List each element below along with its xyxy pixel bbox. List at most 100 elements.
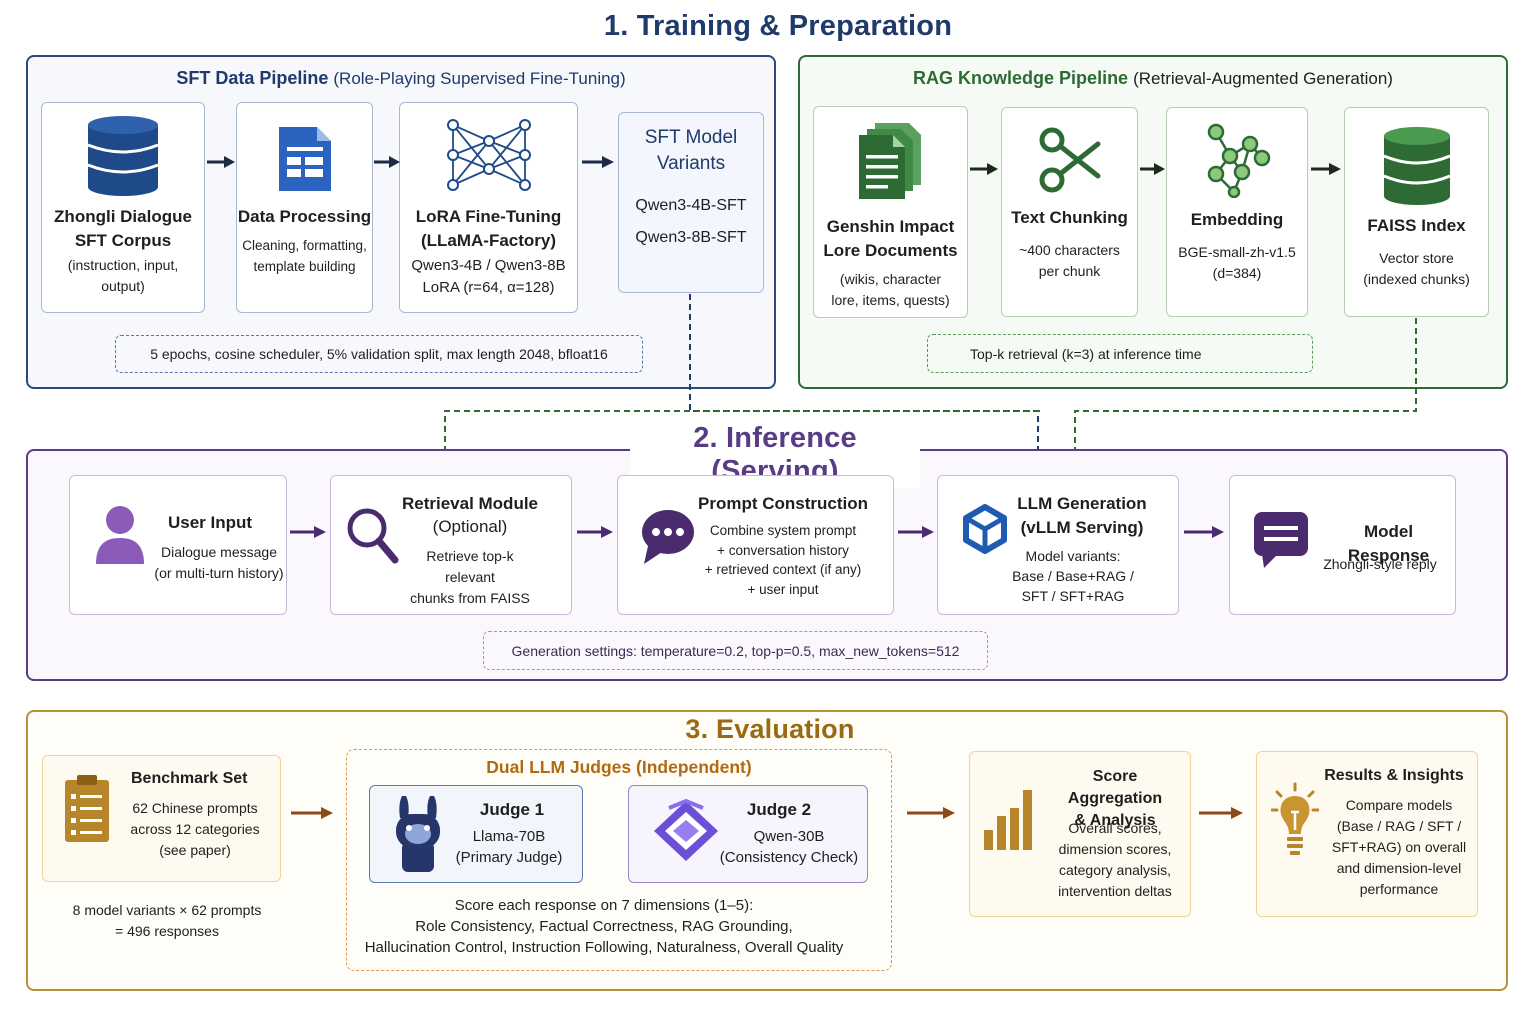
graph-nodes-icon bbox=[1202, 122, 1272, 198]
judge-2-card: Judge 2 Qwen-30B (Consistency Check) bbox=[628, 785, 868, 883]
llama-icon bbox=[392, 794, 444, 874]
arrow-icon bbox=[907, 807, 955, 819]
section-title-evaluation: 3. Evaluation bbox=[685, 714, 855, 744]
model-response-title: Model Response bbox=[1347, 522, 1430, 565]
faiss-index-card: FAISS Index Vector store (indexed chunks… bbox=[1344, 107, 1489, 317]
rag-pipeline-title: RAG Knowledge Pipeline bbox=[913, 68, 1129, 88]
embedding-card: Embedding BGE-small-zh-v1.5 (d=384) bbox=[1166, 107, 1308, 317]
lore-documents-card: Genshin Impact Lore Documents (wikis, ch… bbox=[813, 106, 968, 318]
results-insights-title: Results & Insights bbox=[1324, 767, 1464, 784]
arrow-icon bbox=[290, 526, 326, 538]
sft-variant-item: Qwen3-4B-SFT bbox=[635, 197, 747, 214]
user-input-title: User Input bbox=[168, 513, 253, 532]
prompt-construction-title: Prompt Construction bbox=[698, 494, 868, 513]
rag-retrieval-note: Top-k retrieval (k=3) at inference time bbox=[927, 334, 1313, 373]
judge-2-title: Judge 2 bbox=[746, 800, 812, 819]
rag-pipeline-heading: RAG Knowledge Pipeline (Retrieval-Augmen… bbox=[798, 68, 1508, 89]
user-input-card: User Input Dialogue message (or multi-tu… bbox=[69, 475, 287, 615]
arrow-icon bbox=[577, 526, 613, 538]
score-aggregation-title: Score Aggregation & Analysis bbox=[1067, 768, 1163, 829]
data-processing-card: Data Processing Cleaning, formatting, te… bbox=[236, 102, 373, 313]
lore-documents-title: Genshin Impact Lore Documents bbox=[823, 217, 958, 260]
embedding-desc: BGE-small-zh-v1.5 (d=384) bbox=[1178, 244, 1296, 281]
neural-network-icon bbox=[445, 117, 533, 193]
lore-documents-desc: (wikis, character lore, items, quests) bbox=[831, 271, 950, 308]
clipboard-icon bbox=[63, 774, 111, 844]
benchmark-count-note: 8 model variants × 62 prompts = 496 resp… bbox=[72, 902, 262, 939]
rag-pipeline-subtitle: (Retrieval-Augmented Generation) bbox=[1133, 69, 1393, 88]
sft-pipeline-subtitle: (Role-Playing Supervised Fine-Tuning) bbox=[333, 69, 626, 88]
arrow-icon bbox=[970, 163, 998, 175]
text-chunking-desc: ~400 characters per chunk bbox=[1019, 242, 1120, 279]
judge-1-title: Judge 1 bbox=[479, 800, 545, 819]
judging-dimensions-note: Score each response on 7 dimensions (1–5… bbox=[364, 897, 844, 956]
sft-corpus-card: Zhongli Dialogue SFT Corpus (instruction… bbox=[41, 102, 205, 313]
score-aggregation-desc: Overall scores, dimension scores, catego… bbox=[1058, 820, 1172, 899]
prompt-construction-desc: Combine system prompt + conversation his… bbox=[704, 523, 862, 597]
arrow-icon bbox=[374, 156, 400, 168]
sft-pipeline-heading: SFT Data Pipeline (Role-Playing Supervis… bbox=[26, 68, 776, 89]
prompt-construction-card: Prompt Construction Combine system promp… bbox=[617, 475, 894, 615]
data-processing-title: Data Processing bbox=[237, 207, 372, 226]
arrow-icon bbox=[582, 156, 614, 168]
faiss-index-title: FAISS Index bbox=[1367, 216, 1466, 235]
data-processing-desc: Cleaning, formatting, template building bbox=[242, 238, 367, 274]
llm-generation-card: LLM Generation (vLLM Serving) Model vari… bbox=[937, 475, 1179, 615]
sft-training-settings-note: 5 epochs, cosine scheduler, 5% validatio… bbox=[115, 335, 643, 373]
lora-finetuning-title: LoRA Fine-Tuning (LLaMA-Factory) bbox=[415, 207, 562, 250]
model-response-desc: Zhongli-style reply bbox=[1323, 556, 1437, 572]
user-input-desc: Dialogue message (or multi-turn history) bbox=[154, 544, 284, 581]
benchmark-set-title: Benchmark Set bbox=[131, 770, 248, 787]
arrow-icon bbox=[898, 526, 934, 538]
llm-generation-title: LLM Generation (vLLM Serving) bbox=[1017, 494, 1147, 537]
document-icon bbox=[275, 125, 335, 193]
cube-icon bbox=[962, 504, 1008, 554]
retrieval-module-optional: (Optional) bbox=[432, 517, 508, 536]
chat-bubble-icon bbox=[640, 508, 696, 566]
connector-lines bbox=[439, 294, 1417, 473]
qwen-logo-icon bbox=[651, 798, 721, 864]
arrow-icon bbox=[1311, 163, 1341, 175]
database-icon bbox=[1382, 126, 1452, 206]
text-chunking-card: Text Chunking ~400 characters per chunk bbox=[1001, 107, 1138, 317]
dual-judges-panel bbox=[346, 749, 892, 971]
message-icon bbox=[1252, 510, 1310, 570]
documents-icon bbox=[857, 121, 925, 201]
arrow-icon bbox=[1199, 807, 1243, 819]
scissors-icon bbox=[1038, 126, 1102, 194]
model-response-card: Model Response Zhongli-style reply bbox=[1229, 475, 1456, 615]
retrieval-module-desc: Retrieve top-k relevant chunks from FAIS… bbox=[410, 548, 530, 606]
arrow-icon bbox=[1184, 526, 1224, 538]
search-icon bbox=[345, 506, 401, 566]
score-aggregation-card: Score Aggregation & Analysis Overall sco… bbox=[969, 751, 1191, 917]
user-icon bbox=[94, 504, 146, 566]
text-chunking-title: Text Chunking bbox=[1011, 208, 1128, 227]
lora-finetuning-card: LoRA Fine-Tuning (LLaMA-Factory) Qwen3-4… bbox=[399, 102, 578, 313]
judge-2-desc: Qwen-30B (Consistency Check) bbox=[719, 828, 859, 866]
results-insights-desc: Compare models (Base / RAG / SFT / SFT+R… bbox=[1331, 797, 1467, 897]
sft-corpus-title: Zhongli Dialogue SFT Corpus bbox=[54, 207, 192, 250]
arrow-icon bbox=[207, 156, 235, 168]
sft-model-variants-card: SFT Model Variants Qwen3-4B-SFT Qwen3-8B… bbox=[618, 112, 764, 293]
faiss-index-desc: Vector store (indexed chunks) bbox=[1363, 250, 1470, 287]
arrow-icon bbox=[1140, 163, 1165, 175]
sft-corpus-desc: (instruction, input, output) bbox=[67, 257, 179, 294]
generation-settings-note: Generation settings: temperature=0.2, to… bbox=[483, 631, 988, 670]
retrieval-module-title: Retrieval Module bbox=[401, 494, 539, 513]
dual-judges-title: Dual LLM Judges (Independent) bbox=[486, 757, 752, 777]
judge-1-card: Judge 1 Llama-70B (Primary Judge) bbox=[369, 785, 583, 883]
results-insights-card: Results & Insights Compare models (Base … bbox=[1256, 751, 1478, 917]
retrieval-module-card: Retrieval Module (Optional) Retrieve top… bbox=[330, 475, 572, 615]
sft-model-variants-title: SFT Model Variants bbox=[644, 127, 738, 174]
judge-1-desc: Llama-70B (Primary Judge) bbox=[455, 828, 563, 866]
benchmark-set-desc: 62 Chinese prompts across 12 categories … bbox=[130, 800, 260, 858]
sft-pipeline-title: SFT Data Pipeline bbox=[176, 68, 329, 88]
benchmark-set-card: Benchmark Set 62 Chinese prompts across … bbox=[42, 755, 281, 882]
lightbulb-icon bbox=[1271, 782, 1319, 860]
bar-chart-icon bbox=[982, 786, 1040, 852]
sft-variant-item: Qwen3-8B-SFT bbox=[635, 229, 747, 246]
arrow-icon bbox=[291, 807, 333, 819]
embedding-title: Embedding bbox=[1190, 210, 1284, 229]
database-icon bbox=[86, 115, 160, 197]
lora-finetuning-desc: Qwen3-4B / Qwen3-8B LoRA (r=64, α=128) bbox=[411, 257, 566, 296]
